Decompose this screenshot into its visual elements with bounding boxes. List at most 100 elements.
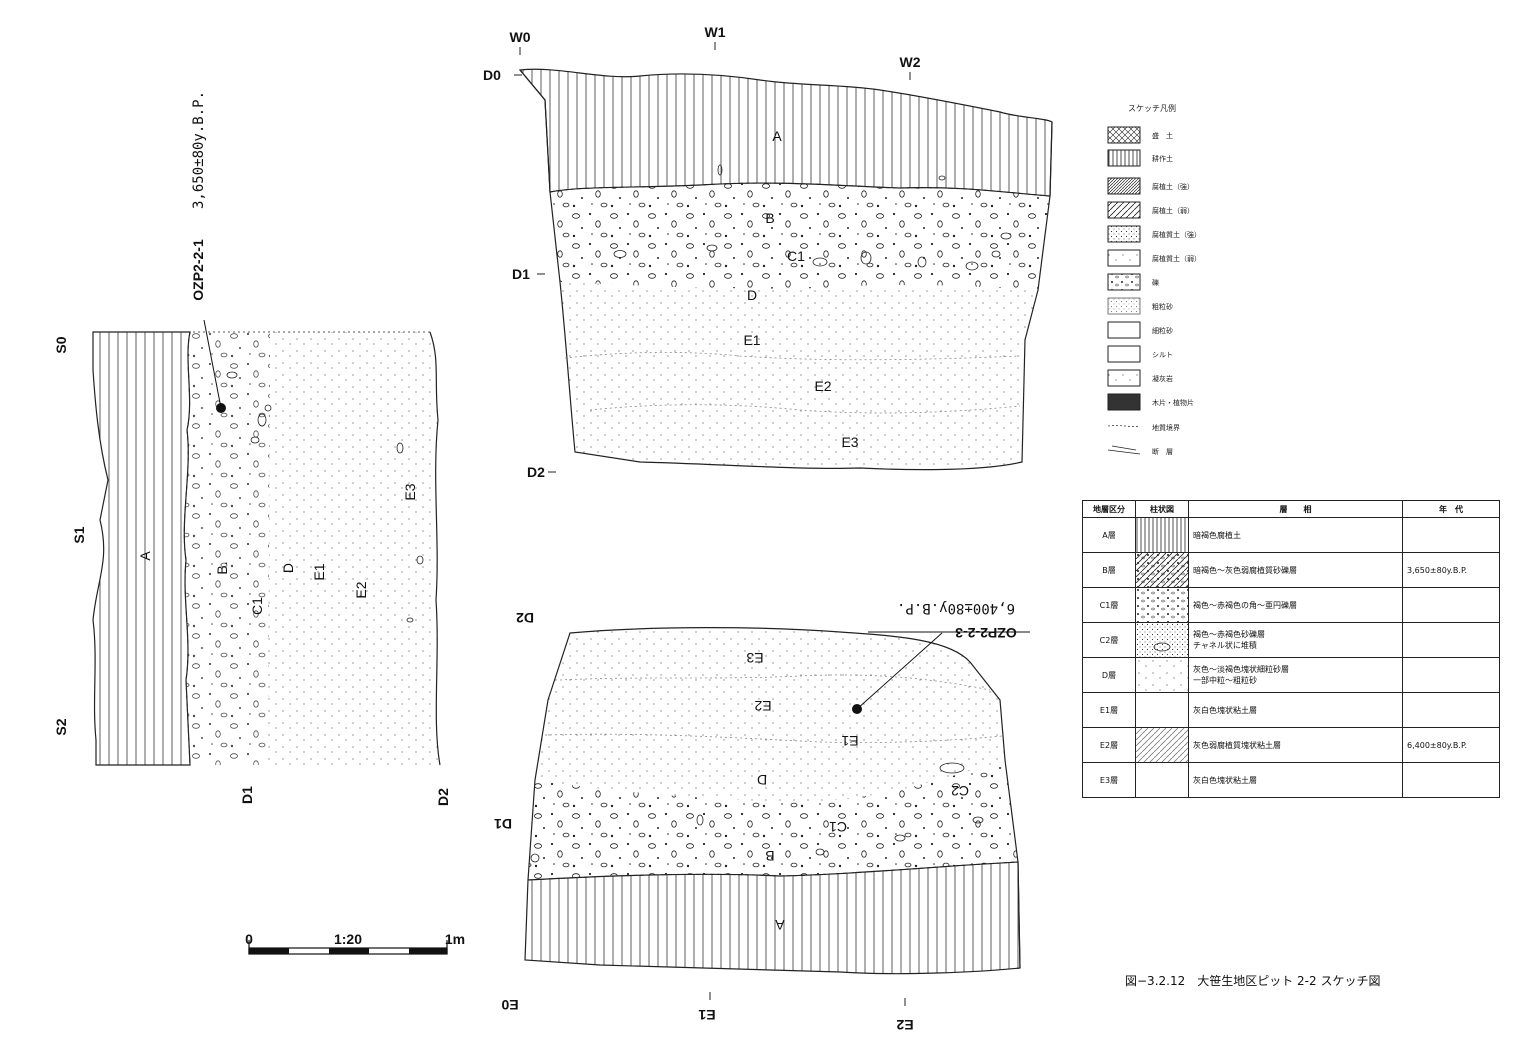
row-layer: E3層: [1082, 762, 1136, 798]
legend-label-silt: シルト: [1152, 351, 1173, 359]
top-layer-label-c1: C1: [787, 248, 805, 264]
top-layer-label-e2: E2: [814, 378, 831, 394]
left-sample-date: 3,650±80y.B.P.: [191, 91, 207, 209]
bottom-layer-label-b: B: [765, 848, 774, 864]
bottom-layer-label-e2: E2: [754, 698, 771, 714]
legend-label-boundary: 地質境界: [1152, 423, 1180, 432]
row-facies: 褐色〜赤褐色の角〜亜円礫層: [1188, 587, 1403, 623]
bottom-sample-date: 6,400±80y.B.P.: [897, 600, 1015, 616]
bottom-axis-e1: E1: [698, 1007, 715, 1023]
row-facies: 褐色〜赤褐色砂礫層 チャネル状に堆積: [1188, 622, 1403, 658]
row-age: [1402, 762, 1500, 798]
left-layer-a: [92, 331, 191, 766]
table-header-row: 地層区分 柱状図 層 相 年 代: [1082, 500, 1500, 518]
top-axis-w1: W1: [705, 24, 726, 40]
left-layer-label-e2: E2: [353, 581, 369, 598]
bottom-layer-b-c: [528, 760, 1018, 880]
legend-label-cultivated: 耕作土: [1152, 154, 1173, 163]
row-layer: B層: [1082, 552, 1136, 588]
top-section: W0 W1 W2 D0 D1 D2 A B C1 D E1 E2 E3: [483, 24, 1053, 480]
left-layer-label-e3: E3: [402, 483, 418, 500]
header-age: 年 代: [1402, 500, 1500, 518]
top-depth-d1: D1: [512, 266, 530, 282]
row-layer: C2層: [1082, 622, 1136, 658]
left-layer-b-c1: [184, 332, 270, 765]
table-row: C1層 褐色〜赤褐色の角〜亜円礫層: [1082, 587, 1500, 623]
left-layer-label-a: A: [137, 551, 153, 561]
top-axis-w0: W0: [510, 29, 531, 45]
top-axis-w2: W2: [900, 54, 921, 70]
left-axis-s0: S0: [53, 336, 69, 353]
row-layer: E2層: [1082, 727, 1136, 763]
legend-label-fault: 断 層: [1152, 447, 1173, 456]
row-age: [1402, 517, 1500, 553]
bottom-layer-d-e: [535, 627, 1005, 802]
row-layer: C1層: [1082, 587, 1136, 623]
figure-caption: 図−3.2.12 大笹生地区ピット 2-2 スケッチ図: [1125, 974, 1380, 988]
table-row: E3層 灰白色塊状粘土層: [1082, 762, 1500, 798]
column-swatch-e3: [1135, 762, 1189, 798]
row-facies: 灰白色塊状粘土層: [1188, 692, 1403, 728]
left-axis-s1: S1: [71, 526, 87, 543]
row-age: [1402, 587, 1500, 623]
top-layer-label-b: B: [765, 210, 774, 226]
legend-title: スケッチ凡例: [1128, 103, 1176, 113]
legend-label-fine-sand: 細粒砂: [1152, 326, 1173, 335]
scale-ratio: 1:20: [334, 931, 362, 947]
header-layer: 地層区分: [1082, 500, 1136, 518]
left-layer-d-e: [268, 332, 440, 765]
table-row: B層 暗褐色〜灰色弱腐植質砂礫層 3,650±80y.B.P.: [1082, 552, 1500, 588]
row-facies: 暗褐色腐植土: [1188, 517, 1403, 553]
scale-bar: 0 1:20 1m: [245, 931, 465, 955]
bottom-section: OZP2-2-3 6,400±80y.B.P. D2 D1 E0 E1 E2 A…: [494, 600, 1030, 1033]
table-row: A層 暗褐色腐植土: [1082, 517, 1500, 553]
column-swatch-e1: [1135, 692, 1189, 728]
legend-label-gravel: 礫: [1152, 278, 1159, 287]
row-layer: E1層: [1082, 692, 1136, 728]
bottom-sample-id: OZP2-2-3: [955, 625, 1017, 641]
scale-one-meter: 1m: [445, 931, 465, 947]
stratigraphy-table: 地層区分 柱状図 層 相 年 代 A層 暗褐色腐植土 B層 暗褐色〜灰色弱腐植質…: [1082, 500, 1500, 798]
legend-label-wood: 木片・植物片: [1152, 398, 1194, 407]
left-axis-s2: S2: [53, 718, 69, 735]
row-facies: 灰色弱腐植質塊状粘土層: [1188, 727, 1403, 763]
top-depth-d0: D0: [483, 67, 501, 83]
legend-label-humus-weak: 腐植土（弱）: [1152, 206, 1194, 215]
legend-label-humic-strong: 腐植質土（強）: [1152, 230, 1201, 239]
row-facies: 暗褐色〜灰色弱腐植質砂礫層: [1188, 552, 1403, 588]
table-row: E1層 灰白色塊状粘土層: [1082, 692, 1500, 728]
left-sample-id: OZP2-2-1: [190, 239, 206, 301]
table-row: D層 灰色〜淡褐色塊状細粒砂層 一部中粒〜粗粒砂: [1082, 657, 1500, 693]
table-row: E2層 灰色弱腐植質塊状粘土層 6,400±80y.B.P.: [1082, 727, 1500, 763]
top-layer-label-d: D: [747, 287, 757, 303]
header-facies: 層 相: [1188, 500, 1403, 518]
left-depth-d2: D2: [435, 788, 451, 806]
top-layer-label-e3: E3: [841, 434, 858, 450]
bottom-layer-label-c1: C1: [829, 819, 847, 835]
bottom-layer-label-d: D: [757, 772, 767, 788]
bottom-layer-label-c2: C2: [951, 783, 969, 799]
row-age: [1402, 657, 1500, 693]
column-swatch-a: [1135, 517, 1189, 553]
scale-zero: 0: [245, 931, 253, 947]
row-layer: A層: [1082, 517, 1136, 553]
column-swatch-c1: [1135, 587, 1189, 623]
column-swatch-c2: [1135, 622, 1189, 658]
left-layer-label-c1: C1: [249, 597, 265, 615]
legend-label-tuff: 凝灰岩: [1152, 374, 1173, 383]
left-layer-label-e1: E1: [311, 563, 327, 580]
row-age: [1402, 692, 1500, 728]
legend-label-humic-weak: 腐植質土（弱）: [1152, 254, 1201, 263]
left-layer-label-b: B.: [214, 561, 230, 574]
top-layer-label-e1: E1: [743, 332, 760, 348]
bottom-layer-label-e1: E1: [841, 733, 858, 749]
legend-label-humus-strong: 腐植土（強）: [1152, 182, 1194, 191]
row-layer: D層: [1082, 657, 1136, 693]
left-section: S0 S1 S2 D1 D2 A B. C1 D E1 E2 E3 OZP2-2…: [53, 91, 451, 806]
header-column: 柱状図: [1135, 500, 1189, 518]
column-swatch-d: [1135, 657, 1189, 693]
top-layer-label-a: A: [772, 128, 782, 144]
bottom-layer-label-a: A: [775, 917, 785, 933]
bottom-depth-d2: D2: [516, 610, 534, 626]
